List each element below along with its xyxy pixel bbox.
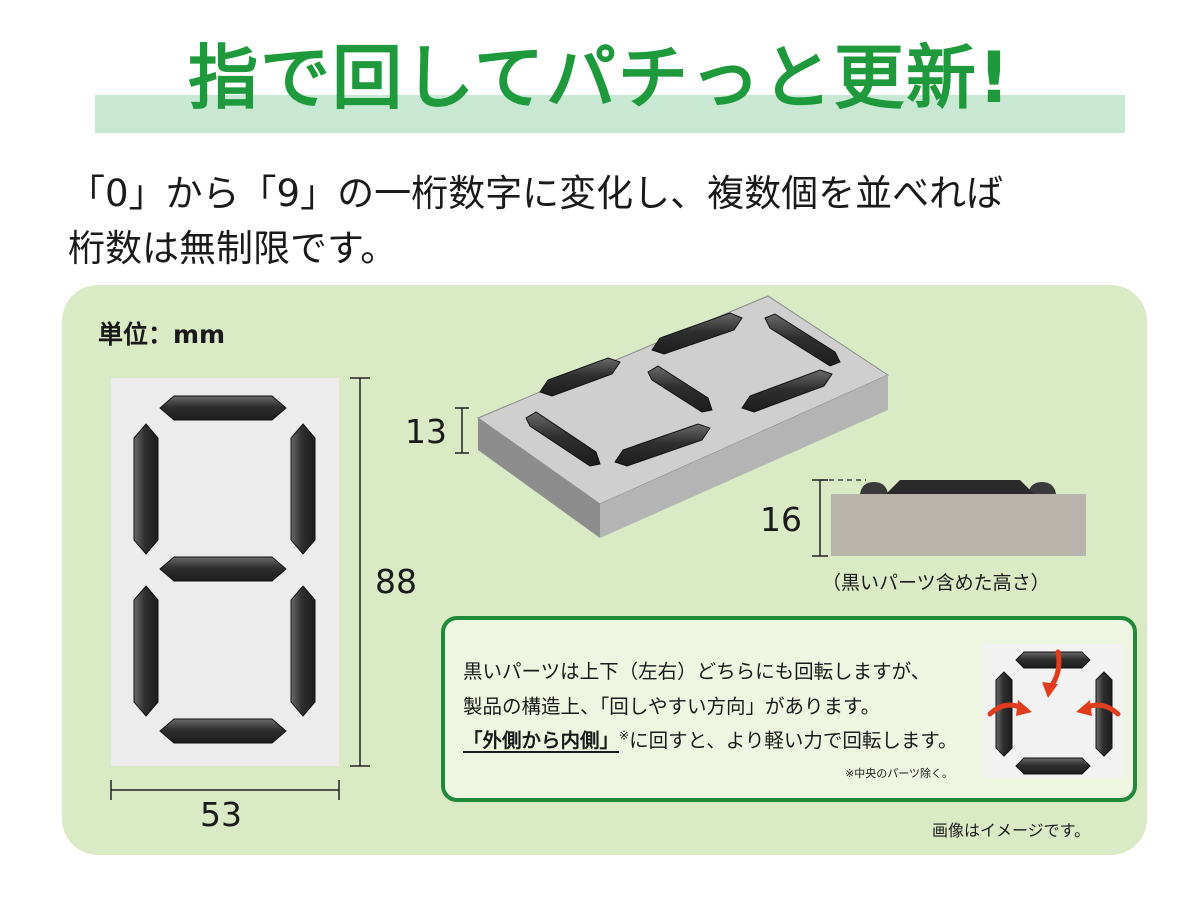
segment-upper-right (290, 423, 316, 555)
headline-highlight-band (95, 95, 1125, 133)
segment-middle (159, 556, 287, 582)
info-note: ※中央のパーツ除く。 (845, 767, 953, 780)
segment-upper-left (133, 423, 159, 555)
subtitle-line-1: 「0」から「9」の一桁数字に変化し、複数個を並べれば (68, 172, 1004, 215)
segment-lower-left (133, 585, 159, 717)
block-segment-1 (539, 357, 621, 397)
info-line-2: 製品の構造上、「回しやすい方向」があります。 (463, 695, 881, 718)
segment-bottom (159, 718, 287, 744)
base-thickness-label: 13 (405, 412, 447, 451)
block-segment-3 (764, 313, 841, 367)
unit-label: 単位：mm (98, 320, 226, 349)
block-segment-2 (651, 312, 743, 355)
block-segment-5 (741, 369, 833, 413)
height-dimension-label: 88 (375, 562, 417, 601)
footnote-mark: ※ (619, 728, 630, 743)
info-line-1: 黒いパーツは上下（左右）どちらにも回転しますが、 (463, 660, 931, 683)
info-line-3-rest: に回すと、より軽い力で回転します。 (629, 729, 958, 752)
total-height-label: 16 (760, 500, 802, 539)
headline: 指で回してパチっと更新! (188, 37, 1012, 119)
block-segment-6 (525, 411, 601, 467)
segment-lower-right (290, 585, 316, 717)
segment-top (159, 395, 287, 421)
subtitle-line-2: 桁数は無制限です。 (68, 227, 398, 270)
height-caption: （黒いパーツ含めた高さ） (822, 572, 1050, 594)
block-segment-4 (647, 365, 713, 413)
block-segment-7 (614, 423, 711, 467)
info-emphasis: 「外側から内側」 (463, 729, 620, 752)
info-line-3: 「外側から内側」※に回すと、より軽い力で回転します。 (463, 724, 957, 753)
image-disclaimer: 画像はイメージです。 (932, 821, 1091, 840)
width-dimension-label: 53 (200, 795, 242, 834)
